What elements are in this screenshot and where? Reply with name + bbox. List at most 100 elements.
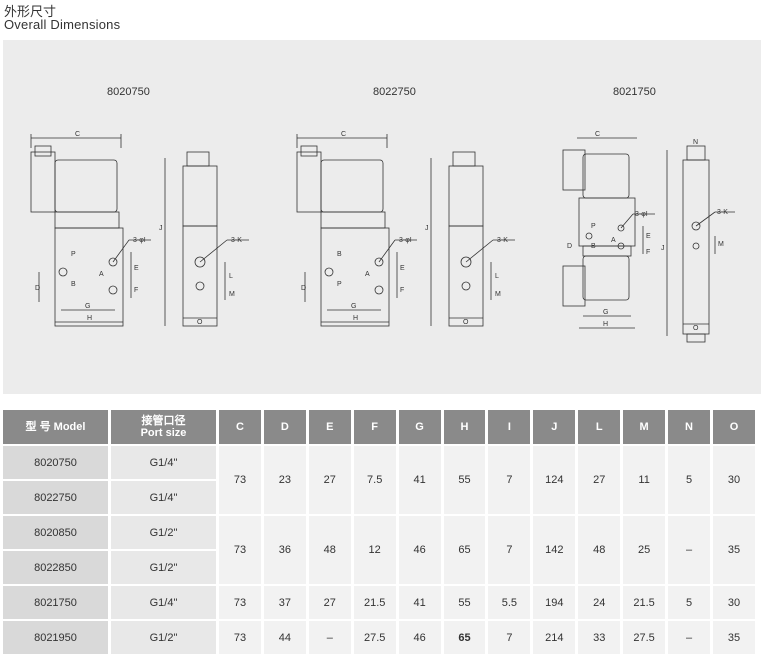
- drawing-3-front-view: [562, 137, 655, 329]
- value-cell: 12: [353, 516, 396, 584]
- svg-text:A: A: [611, 237, 616, 244]
- svg-text:D: D: [567, 243, 572, 250]
- value-cell: 35: [712, 621, 755, 654]
- drawing-1-side-view: [164, 151, 249, 327]
- header-f: F: [353, 410, 396, 444]
- value-cell: 194: [533, 586, 576, 619]
- value-cell: 214: [533, 621, 576, 654]
- value-cell: 73: [219, 621, 261, 654]
- section-title-english: Overall Dimensions: [4, 17, 121, 32]
- header-d: D: [263, 410, 306, 444]
- header-l: L: [578, 410, 621, 444]
- value-cell: 44: [263, 621, 306, 654]
- value-cell: 124: [533, 446, 576, 514]
- port-cell: G1/4": [111, 586, 216, 619]
- value-cell: 142: [533, 516, 576, 584]
- svg-text:J: J: [159, 225, 163, 232]
- value-cell: 48: [308, 516, 351, 584]
- svg-text:A: A: [99, 271, 104, 278]
- value-cell: 55: [443, 446, 486, 514]
- svg-text:M: M: [718, 241, 724, 248]
- drawing-model-label-2: 8022750: [373, 86, 416, 98]
- svg-text:P: P: [337, 281, 342, 288]
- svg-text:E: E: [134, 265, 139, 272]
- drawing-2-front-view: [296, 134, 417, 327]
- value-cell: 27.5: [353, 621, 396, 654]
- svg-text:G: G: [351, 303, 356, 310]
- svg-text:O: O: [197, 319, 203, 326]
- svg-text:J: J: [425, 225, 429, 232]
- value-cell: 5: [668, 446, 710, 514]
- svg-text:A: A: [365, 271, 370, 278]
- table-row: 8020850 G1/2" 73 36 48 12 46 65 7 142 48…: [3, 516, 755, 584]
- svg-text:3-K: 3-K: [231, 237, 242, 244]
- svg-text:B: B: [71, 281, 76, 288]
- table-row: 8022750 G1/4": [3, 481, 755, 514]
- header-h: H: [443, 410, 486, 444]
- svg-text:J: J: [661, 245, 665, 252]
- value-cell: 35: [712, 516, 755, 584]
- header-j: J: [533, 410, 576, 444]
- port-cell: G1/2": [111, 551, 216, 584]
- model-cell: 8021750: [3, 586, 108, 619]
- value-cell: 73: [219, 586, 261, 619]
- svg-text:M: M: [495, 291, 501, 298]
- value-cell: 33: [578, 621, 621, 654]
- value-cell: 21.5: [623, 586, 666, 619]
- dim-label-c-1: C: [75, 131, 80, 138]
- svg-text:N: N: [693, 139, 698, 146]
- value-cell: 30: [712, 586, 755, 619]
- svg-text:B: B: [591, 243, 596, 250]
- svg-text:G: G: [85, 303, 90, 310]
- value-cell: 46: [398, 516, 441, 584]
- svg-text:L: L: [495, 273, 499, 280]
- value-cell: 27: [308, 586, 351, 619]
- svg-text:E: E: [646, 233, 651, 240]
- section-title-chinese: 外形尺寸: [4, 4, 57, 19]
- value-cell: 25: [623, 516, 666, 584]
- value-cell: 7: [488, 621, 531, 654]
- header-g: G: [398, 410, 441, 444]
- table-row: 8022850 G1/2": [3, 551, 755, 584]
- drawing-model-label-1: 8020750: [107, 86, 150, 98]
- header-c: C: [219, 410, 261, 444]
- drawing-3-side-view: [666, 145, 735, 343]
- svg-text:F: F: [400, 287, 404, 294]
- value-cell: 41: [398, 586, 441, 619]
- svg-text:D: D: [301, 285, 306, 292]
- svg-text:3-φI: 3-φI: [399, 237, 412, 244]
- table-row: 8021950 G1/2" 73 44 – 27.5 46 65 7 214 3…: [3, 621, 755, 654]
- value-cell: 7.5: [353, 446, 396, 514]
- header-o: O: [712, 410, 755, 444]
- value-cell: 55: [443, 586, 486, 619]
- value-cell: 5: [668, 586, 710, 619]
- header-i: I: [488, 410, 531, 444]
- value-cell: 7: [488, 516, 531, 584]
- value-cell: 27: [308, 446, 351, 514]
- value-cell: 27.5: [623, 621, 666, 654]
- svg-text:P: P: [71, 251, 76, 258]
- value-cell: 65: [443, 621, 486, 654]
- svg-text:O: O: [463, 319, 469, 326]
- model-cell: 8021950: [3, 621, 108, 654]
- value-cell: 5.5: [488, 586, 531, 619]
- value-cell: 37: [263, 586, 306, 619]
- svg-text:3-K: 3-K: [717, 209, 728, 216]
- value-cell: 36: [263, 516, 306, 584]
- svg-text:O: O: [693, 325, 699, 332]
- value-cell: 73: [219, 516, 261, 584]
- header-model: 型 号 Model: [3, 410, 108, 444]
- port-cell: G1/4": [111, 481, 216, 514]
- value-cell: 7: [488, 446, 531, 514]
- svg-text:3-φI: 3-φI: [133, 237, 146, 244]
- value-cell: 24: [578, 586, 621, 619]
- port-cell: G1/2": [111, 516, 216, 549]
- drawing-2-side-view: [430, 151, 515, 327]
- value-cell: 46: [398, 621, 441, 654]
- svg-text:F: F: [646, 249, 650, 256]
- value-cell: –: [668, 516, 710, 584]
- technical-drawings: C GH DPB AEF 3-φI JO LM3-K: [30, 131, 735, 343]
- value-cell: 23: [263, 446, 306, 514]
